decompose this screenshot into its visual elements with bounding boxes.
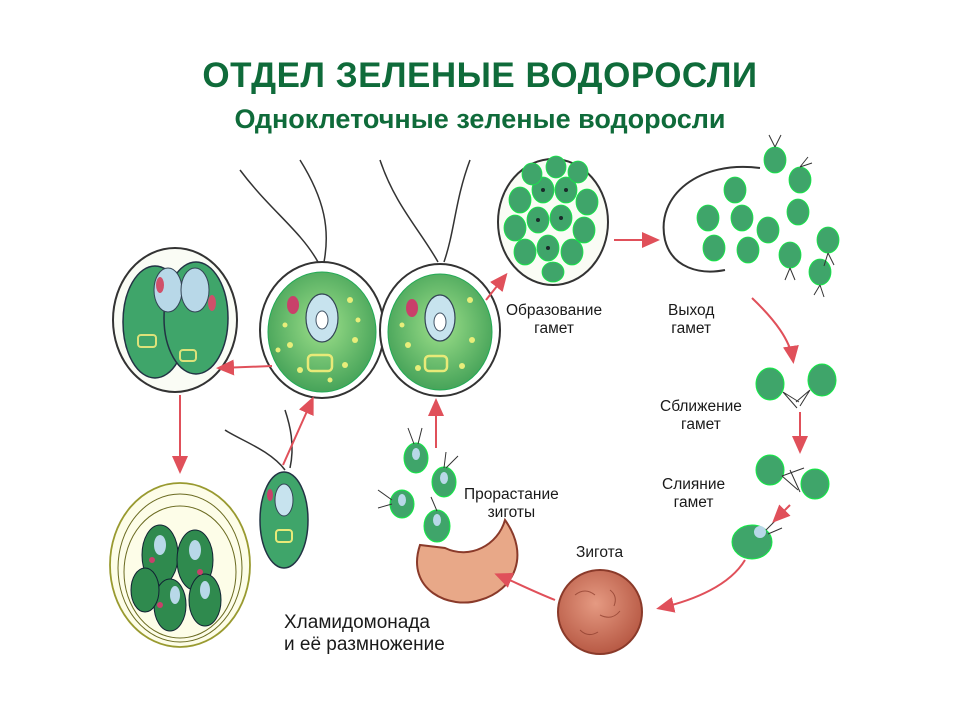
gamete-formation-cell [497, 155, 609, 286]
label-zygote: Зигота [576, 544, 624, 561]
zygote [557, 569, 643, 655]
young-zygote [731, 517, 783, 560]
dividing-cell [112, 247, 238, 393]
vegetative-cell [239, 159, 385, 399]
gametes-fusing [755, 454, 830, 500]
page-title: ОТДЕЛ ЗЕЛЕНЫЕ ВОДОРОСЛИ [202, 56, 758, 95]
zoospore [224, 409, 309, 569]
palmella-stage [109, 482, 251, 648]
gametes-approaching [755, 363, 837, 409]
gamete-release [662, 134, 840, 298]
vegetative-cell-dividing [379, 159, 501, 397]
cycle-arrows [172, 232, 808, 613]
page-subtitle: Одноклеточные зеленые водоросли [234, 104, 726, 134]
germinating-zygote [377, 427, 519, 604]
